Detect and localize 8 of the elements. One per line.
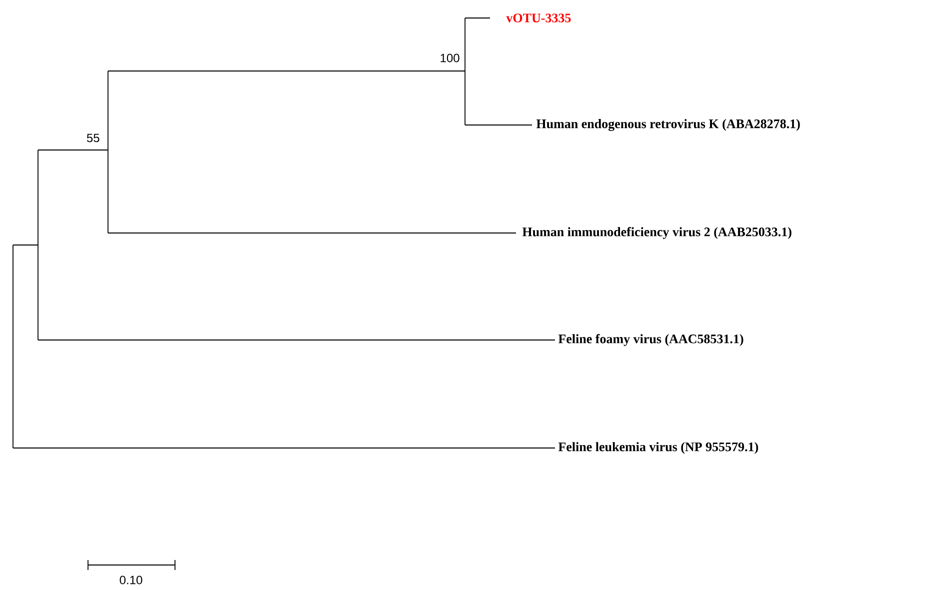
taxon-label: Feline foamy virus (AAC58531.1) <box>558 334 744 346</box>
taxon-label: vOTU-3335 <box>506 14 571 22</box>
bootstrap-value: 55 <box>86 134 100 142</box>
bootstrap-value: 100 <box>440 54 460 62</box>
taxon-label: Human immunodeficiency virus 2 (AAB25033.1) <box>522 227 792 239</box>
scale-label: 0.10 <box>120 576 142 584</box>
taxon-label: Human endogenous retrovirus K (ABA28278.1) <box>536 119 800 131</box>
taxon-label: Feline leukemia virus (NP 955579.1) <box>558 442 758 454</box>
